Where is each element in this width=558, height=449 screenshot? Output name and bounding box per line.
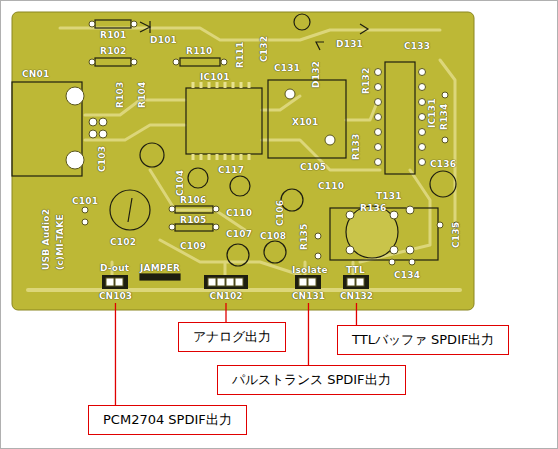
resistor-outline bbox=[175, 206, 213, 213]
diode-symbol bbox=[360, 24, 368, 34]
capacitor-outline bbox=[140, 143, 164, 167]
silkscreen-label: X101 bbox=[292, 118, 319, 127]
silkscreen-label: C103 bbox=[98, 146, 107, 172]
crystal-outline bbox=[268, 80, 346, 158]
connector-name: CN131 bbox=[292, 292, 325, 301]
silkscreen-label: C136 bbox=[430, 160, 456, 169]
silkscreen-label: (c)MI-TAKE bbox=[56, 214, 65, 270]
silkscreen-label: C108 bbox=[260, 232, 286, 241]
connector-name: CN102 bbox=[210, 292, 243, 301]
ic-outline bbox=[385, 62, 415, 174]
resistor-outline bbox=[95, 58, 131, 66]
capacitor-outline bbox=[430, 171, 456, 197]
silkscreen-label: R102 bbox=[100, 47, 127, 56]
capacitor-outline bbox=[264, 241, 286, 263]
silkscreen-label: C133 bbox=[404, 42, 430, 51]
capacitor-outline bbox=[227, 244, 249, 266]
component-outlines bbox=[12, 14, 456, 280]
diode-symbol bbox=[149, 21, 150, 33]
silkscreen-label: C134 bbox=[394, 271, 420, 280]
diode-symbol bbox=[316, 42, 324, 50]
silkscreen-label: C135 bbox=[452, 222, 461, 248]
connector-header: CN131 bbox=[291, 275, 326, 303]
callout-text: パルストランス SPDIF出力 bbox=[232, 372, 391, 388]
leader-line bbox=[356, 303, 357, 325]
silkscreen-label: C106 bbox=[276, 200, 285, 226]
callout-box: TTLバッファ SPDIF出力 bbox=[337, 325, 509, 355]
resistor-outline bbox=[175, 224, 213, 231]
silkscreen-label: C107 bbox=[226, 230, 252, 239]
connector-symbol bbox=[295, 275, 321, 289]
pads bbox=[66, 21, 459, 265]
silkscreen-label: D-out bbox=[100, 264, 129, 273]
silkscreen-label: R101 bbox=[100, 31, 127, 40]
silkscreen-label: R132 bbox=[362, 67, 371, 94]
diode-symbol bbox=[140, 22, 150, 32]
callout-text: アナログ出力 bbox=[193, 329, 271, 345]
silkscreen-label: JAMPER bbox=[140, 264, 180, 273]
leader-line bbox=[225, 303, 226, 322]
silkscreen-label: R103 bbox=[116, 81, 125, 108]
silkscreen-label: C110 bbox=[318, 182, 344, 191]
silkscreen-label: IC131 bbox=[428, 98, 437, 128]
silkscreen-label: R134 bbox=[440, 103, 449, 130]
silkscreen-label: C117 bbox=[218, 166, 244, 175]
callout-box: アナログ出力 bbox=[178, 322, 286, 352]
capacitor-outline bbox=[294, 14, 310, 30]
connector-name: CN103 bbox=[99, 292, 132, 301]
callout-text: TTLバッファ SPDIF出力 bbox=[352, 332, 494, 348]
silkscreen-label: D101 bbox=[150, 36, 177, 45]
silkscreen-label: TTL bbox=[346, 266, 365, 275]
silkscreen-label: C105 bbox=[300, 163, 326, 172]
connector-header: CN102 bbox=[203, 275, 249, 303]
pcb-board bbox=[12, 12, 474, 310]
silkscreen-label: R105 bbox=[180, 216, 207, 225]
connector-symbol bbox=[204, 275, 248, 289]
connector-header: CN132 bbox=[339, 275, 374, 303]
silkscreen-label: D132 bbox=[312, 61, 321, 88]
capacitor-polarity bbox=[128, 198, 132, 222]
silkscreen-label: C110 bbox=[226, 209, 252, 218]
callout-text: PCM2704 SPDIF出力 bbox=[103, 412, 232, 428]
capacitor-outline bbox=[110, 190, 150, 230]
silkscreen-label: USB Audio2 bbox=[42, 209, 51, 270]
connector-symbol bbox=[102, 275, 128, 289]
leader-line bbox=[308, 303, 309, 365]
silkscreen-label: Isolate bbox=[292, 266, 328, 275]
silkscreen-label: C132 bbox=[260, 36, 269, 62]
connector-symbol bbox=[343, 275, 369, 289]
silkscreen-label: C104 bbox=[176, 170, 185, 196]
transformer-core bbox=[346, 206, 398, 258]
resistor-outline bbox=[95, 20, 131, 28]
capacitor-outline bbox=[188, 168, 208, 188]
silkscreen-label: R111 bbox=[236, 41, 245, 68]
silkscreen-label: R133 bbox=[352, 133, 361, 160]
capacitor-outline bbox=[230, 176, 250, 196]
jumper-wire bbox=[140, 274, 180, 280]
leader-line bbox=[115, 303, 116, 405]
resistor-outline bbox=[180, 58, 220, 66]
silkscreen-label: R110 bbox=[186, 47, 213, 56]
silkscreen-label: C102 bbox=[110, 238, 136, 247]
silkscreen-label: R106 bbox=[180, 196, 207, 205]
ic-pins bbox=[193, 69, 426, 166]
callout-box: パルストランス SPDIF出力 bbox=[217, 365, 406, 395]
connector-header: CN103 bbox=[98, 275, 133, 303]
silkscreen-label: T131 bbox=[376, 192, 402, 201]
connector-name: CN132 bbox=[340, 292, 373, 301]
silkscreen-label: CN01 bbox=[22, 70, 49, 79]
silkscreen-label: C101 bbox=[72, 197, 98, 206]
silkscreen-label: D131 bbox=[336, 40, 363, 49]
copper-traces bbox=[28, 28, 460, 290]
silkscreen-label: R136 bbox=[360, 204, 387, 213]
silkscreen-label: C109 bbox=[180, 242, 206, 251]
silkscreen-label: C131 bbox=[274, 64, 300, 73]
ic-outline bbox=[186, 88, 262, 154]
callout-box: PCM2704 SPDIF出力 bbox=[88, 405, 247, 435]
silkscreen-label: IC101 bbox=[200, 73, 230, 82]
silkscreen-label: R104 bbox=[138, 81, 147, 108]
silkscreen-label: R135 bbox=[300, 223, 309, 250]
